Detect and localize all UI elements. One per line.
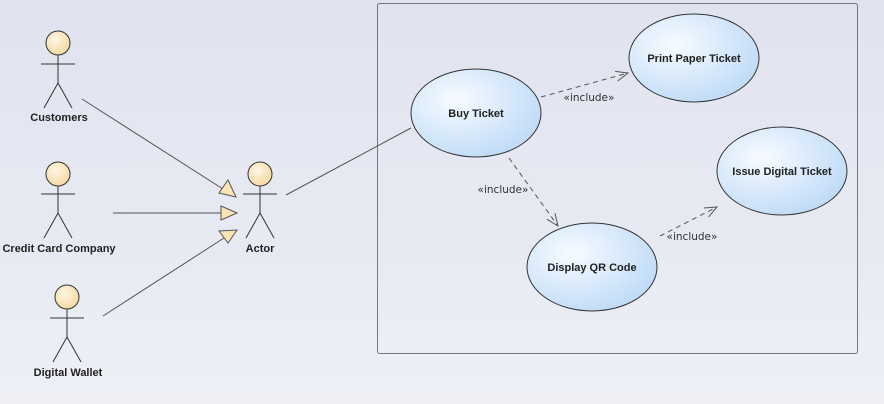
system-boundary: [377, 3, 858, 354]
actor-customers[interactable]: Customers: [30, 30, 88, 124]
use-case-buy-ticket[interactable]: Buy Ticket: [410, 68, 542, 158]
actor-label: Credit Card Company: [2, 243, 116, 255]
use-case-label: Issue Digital Ticket: [732, 166, 832, 178]
include-line-print[interactable]: [540, 73, 628, 98]
use-case-issue-digital-ticket[interactable]: Issue Digital Ticket: [716, 126, 848, 216]
actor-credit-card-company[interactable]: Credit Card Company: [2, 161, 116, 255]
actor-label: Digital Wallet: [34, 367, 103, 379]
use-case-display-qr-code[interactable]: Display QR Code: [526, 222, 658, 312]
use-case-print-paper-ticket[interactable]: Print Paper Ticket: [628, 13, 760, 103]
actor-label: Actor: [246, 243, 275, 255]
actor-head: [247, 161, 273, 187]
actor-label: Customers: [30, 112, 87, 124]
actor-head: [45, 30, 71, 56]
generalization-customers[interactable]: [81, 98, 237, 198]
use-case-label: Display QR Code: [547, 262, 636, 274]
actor-generic[interactable]: Actor: [243, 161, 277, 255]
use-case-label: Buy Ticket: [448, 108, 504, 120]
include-label-qr: «include»: [478, 184, 529, 196]
generalization-arrowhead: [218, 179, 237, 198]
generalization-digital-wallet[interactable]: [102, 229, 238, 317]
actor-head: [45, 161, 71, 187]
include-label-issue: «include»: [667, 231, 718, 243]
generalization-arrowhead: [218, 229, 238, 244]
include-label-print: «include»: [564, 92, 615, 104]
association-actor-buy-ticket[interactable]: [285, 127, 412, 196]
actor-digital-wallet[interactable]: Digital Wallet: [34, 284, 103, 379]
generalization-credit-card[interactable]: [113, 205, 239, 221]
include-line-issue[interactable]: [659, 207, 717, 237]
generalization-arrowhead: [220, 205, 239, 221]
actor-head: [54, 284, 80, 310]
use-case-label: Print Paper Ticket: [647, 53, 741, 65]
include-line-qr[interactable]: [508, 157, 558, 226]
